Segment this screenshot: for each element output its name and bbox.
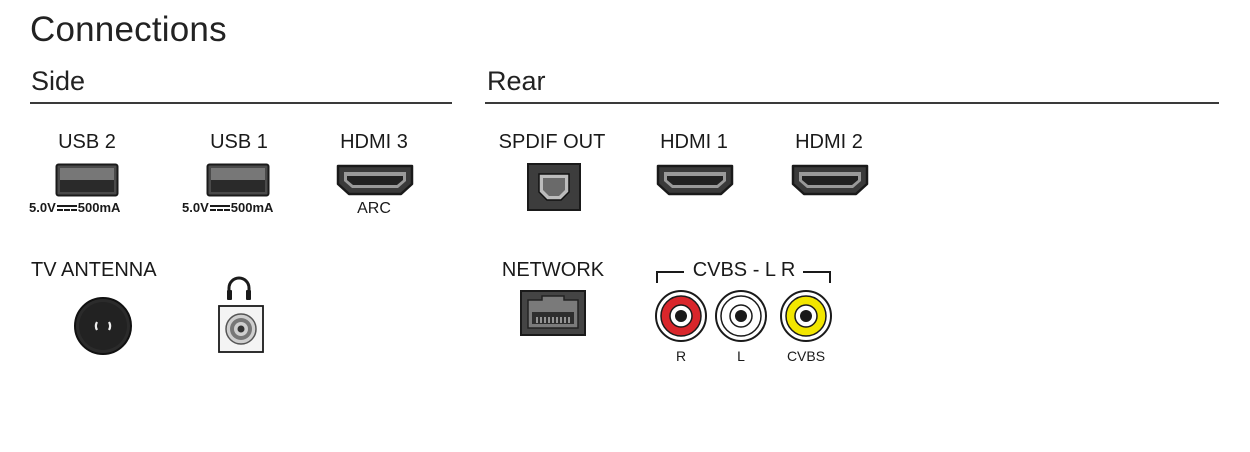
cvbs-bracket [656, 271, 831, 283]
usb1-voltage: 5.0V [182, 200, 209, 215]
spdif-out-label: SPDIF OUT [498, 131, 606, 153]
usb1-label: USB 1 [210, 131, 268, 153]
tv-antenna-label: TV ANTENNA [31, 259, 157, 281]
cvbs-group-label: CVBS - L R [692, 259, 796, 281]
hdmi3-label: HDMI 3 [340, 131, 408, 153]
headphone-jack-icon [218, 305, 264, 353]
usb1-power-rating: 5.0V 500mA [182, 200, 273, 215]
headphones-icon [227, 276, 251, 300]
hdmi2-label: HDMI 2 [795, 131, 863, 153]
ethernet-port-icon [520, 290, 586, 336]
page-title: Connections [30, 10, 227, 49]
hdmi1-label: HDMI 1 [660, 131, 728, 153]
hdmi3-port-icon [336, 164, 414, 196]
rca-jack-l-icon [715, 290, 767, 342]
rca-jack-cvbs-icon [780, 290, 832, 342]
antenna-port-icon [74, 297, 132, 355]
usb2-port-icon [55, 163, 119, 197]
section-side-heading: Side [31, 66, 86, 96]
usb2-label: USB 2 [58, 131, 116, 153]
spdif-port-icon [527, 163, 581, 211]
hdmi3-arc-label: ARC [357, 200, 391, 217]
usb1-port-icon [206, 163, 270, 197]
rca-cvbs-label: CVBS [786, 348, 826, 364]
rca-r-label: R [675, 348, 687, 364]
dc-symbol [209, 204, 231, 214]
dc-symbol [56, 204, 78, 214]
rear-divider [485, 102, 1219, 104]
usb2-power-rating: 5.0V 500mA [29, 200, 120, 215]
hdmi1-port-icon [656, 164, 734, 196]
usb2-voltage: 5.0V [29, 200, 56, 215]
rca-l-label: L [737, 348, 745, 364]
usb2-current: 500mA [77, 200, 121, 215]
hdmi2-port-icon [791, 164, 869, 196]
rca-jack-r-icon [655, 290, 707, 342]
side-divider [30, 102, 452, 104]
network-label: NETWORK [501, 259, 605, 281]
section-rear-heading: Rear [487, 66, 546, 96]
usb1-current: 500mA [230, 200, 274, 215]
